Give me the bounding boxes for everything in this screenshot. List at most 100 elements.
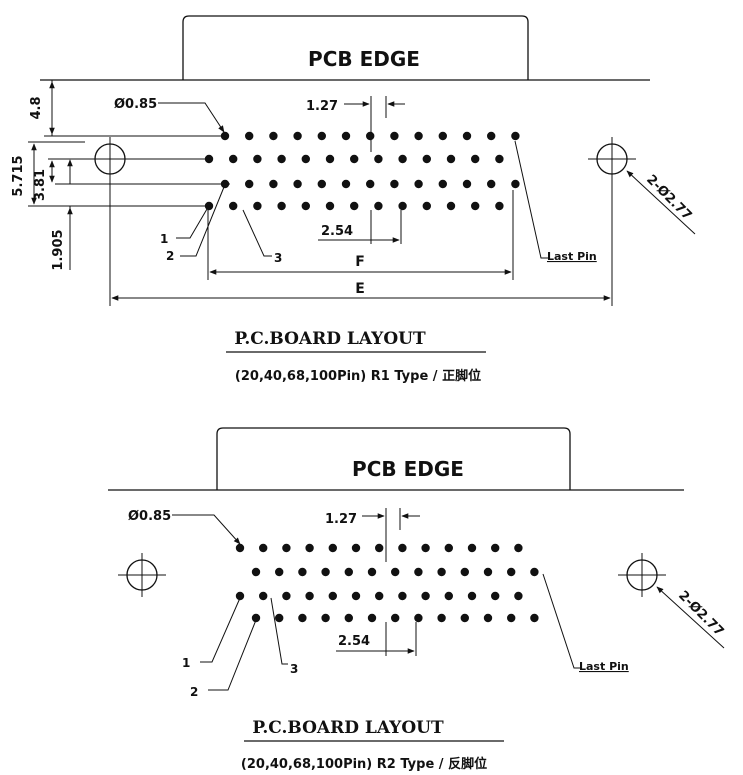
top-pin [277, 154, 286, 164]
bottom-mount-hole-left [118, 553, 166, 597]
bottom-pin [328, 543, 337, 553]
bottom-pin3-leader [270, 597, 288, 665]
bottom-pin [235, 543, 245, 553]
bottom-pin [351, 591, 361, 601]
bottom-mount-leader [656, 586, 725, 649]
bottom-pin [367, 613, 377, 623]
bottom-connector-body [216, 427, 571, 490]
top-pin [374, 201, 383, 211]
bottom-pin [530, 567, 539, 577]
bottom-pin [375, 543, 384, 553]
bottom-pin [351, 543, 361, 553]
top-pitch-2-54-label: 2.54 [321, 224, 353, 239]
top-pin [398, 201, 407, 211]
bottom-title: P.C.BOARD LAYOUT [252, 718, 444, 738]
bottom-pin [282, 591, 291, 601]
top-dim-E-label: E [355, 281, 365, 297]
top-layout: PCB EDGE 4.8 [11, 15, 696, 384]
top-pin [366, 179, 375, 189]
top-last-pin-label: Last Pin [547, 250, 597, 263]
top-pin [317, 179, 326, 189]
bottom-pin [391, 613, 400, 623]
top-pin [277, 201, 286, 211]
bottom-pin [444, 591, 453, 601]
bottom-pin [259, 591, 268, 601]
top-dim-1-905: 1.905 [51, 229, 66, 270]
top-dim-3-81: 3.81 [33, 169, 48, 201]
top-pin3-label: 3 [274, 251, 282, 265]
bottom-pin-diameter-leader [172, 514, 241, 545]
bottom-last-pin-label: Last Pin [579, 660, 629, 673]
bottom-pin [391, 567, 400, 577]
top-pin [398, 154, 407, 164]
top-pin1-leader [176, 208, 208, 239]
bottom-pitch-2-54-label: 2.54 [338, 634, 370, 649]
bottom-pin [398, 591, 407, 601]
top-pin2-leader [180, 186, 225, 257]
top-dim-5-715: 5.715 [11, 155, 26, 196]
top-pin [253, 201, 262, 211]
top-pin3-leader [242, 209, 272, 257]
bottom-last-pin-leader [542, 573, 580, 669]
top-mount-hole-right [588, 137, 636, 181]
top-dim-4-8: 4.8 [29, 96, 44, 119]
bottom-pin [491, 591, 500, 601]
bottom-pin [514, 591, 523, 601]
top-pin1-label: 1 [160, 232, 168, 246]
bottom-pin [507, 567, 516, 577]
top-connector-body [182, 15, 529, 80]
top-pin [438, 179, 447, 189]
top-pin [350, 154, 359, 164]
top-mount-label: 2-Ø2.77 [643, 172, 694, 223]
top-pin [229, 154, 238, 164]
top-pin [325, 154, 335, 164]
bottom-mount-label: 2-Ø2.77 [675, 588, 726, 639]
top-pin [414, 179, 423, 189]
bottom-pin [251, 613, 261, 623]
bottom-pin-array [235, 543, 539, 623]
bottom-pin [344, 613, 353, 623]
top-pin [229, 201, 238, 211]
top-pin [293, 179, 302, 189]
bottom-pcb-edge-label: PCB EDGE [352, 457, 464, 481]
top-pin [366, 131, 375, 141]
bottom-pin [398, 543, 407, 553]
top-pin-diameter-leader [158, 102, 225, 133]
bottom-pin [444, 543, 453, 553]
top-last-pin-leader [514, 140, 548, 259]
top-pin [446, 154, 456, 164]
bottom-pin [507, 613, 516, 623]
top-pin-array [204, 131, 520, 211]
top-pin [414, 131, 423, 141]
top-pin [341, 131, 351, 141]
bottom-pin [460, 613, 469, 623]
bottom-layout: PCB EDGE Ø0.85 1.27 2.54 1 2 [108, 427, 726, 772]
top-pin [511, 131, 520, 141]
top-pin [350, 201, 359, 211]
top-pin [269, 179, 278, 189]
bottom-pin3-label: 3 [290, 662, 298, 676]
bottom-pin [305, 591, 314, 601]
top-pin [269, 131, 278, 141]
bottom-pin [414, 567, 423, 577]
bottom-pin [298, 613, 307, 623]
bottom-pin [483, 567, 493, 577]
top-pin [245, 179, 254, 189]
bottom-pin [275, 567, 284, 577]
bottom-pin-diameter-label: Ø0.85 [128, 509, 171, 524]
top-pin [325, 201, 335, 211]
top-subtitle: (20,40,68,100Pin) R1 Type / 正脚位 [235, 368, 481, 384]
bottom-pin [530, 613, 539, 623]
bottom-pin [414, 613, 423, 623]
bottom-pin [460, 567, 469, 577]
bottom-pin [437, 567, 446, 577]
bottom-mount-hole-right [618, 553, 666, 597]
bottom-pin2-label: 2 [190, 685, 198, 699]
top-left-dimensions [28, 80, 230, 270]
bottom-pin [235, 591, 245, 601]
bottom-pin [437, 613, 446, 623]
top-pitch-1-27-label: 1.27 [306, 99, 338, 114]
bottom-pin [367, 567, 377, 577]
